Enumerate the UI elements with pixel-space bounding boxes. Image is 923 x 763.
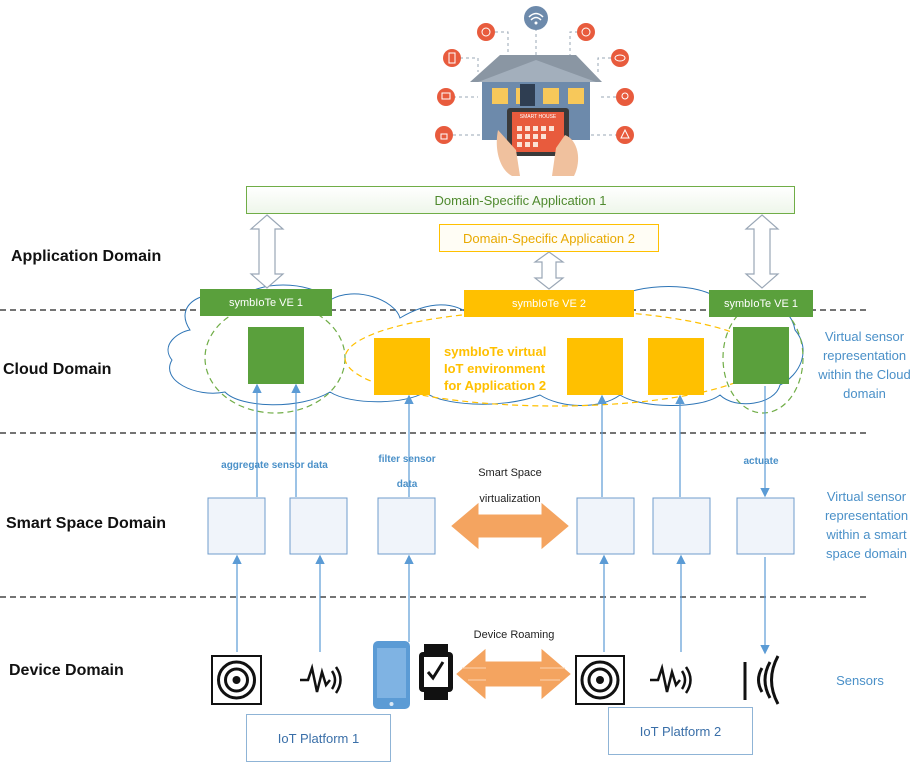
virtual-sensor-yellow <box>374 338 430 395</box>
virtualization-line: Smart Space <box>478 467 542 479</box>
ve1-left-label: symbIoTe VE 1 <box>229 296 303 309</box>
pulse-sensor-icon <box>300 663 342 694</box>
smart-space-box <box>289 497 348 555</box>
note-line: space domain <box>826 546 907 561</box>
note-line: Virtual sensor <box>824 329 905 344</box>
roaming-double-arrow <box>456 648 571 700</box>
note-line: within a smart <box>826 527 907 542</box>
virtualization-double-arrow <box>451 502 569 550</box>
filter-line: data <box>396 479 418 490</box>
cloud-icon <box>611 49 629 67</box>
sensors-note: Sensors <box>836 673 884 688</box>
space-to-cloud-arrows <box>252 383 770 498</box>
symbiote-ve1-right: symbIoTe VE 1 <box>709 290 813 317</box>
filter-line: filter sensor <box>378 454 436 465</box>
virtual-sensor-yellow <box>648 338 704 395</box>
cloud-env-line: symbIoTe virtual <box>444 344 547 359</box>
cloud-domain-label: Cloud Domain <box>3 361 112 378</box>
device-domain-label: Device Domain <box>9 662 124 679</box>
iot-platform-2: IoT Platform 2 <box>608 707 753 755</box>
actuate-label: actuate <box>743 456 779 467</box>
smartphone-icon <box>373 641 410 709</box>
note-line: representation <box>822 348 907 363</box>
smart-space-boxes <box>207 497 795 555</box>
symbiote-ve2: symbIoTe VE 2 <box>464 290 634 317</box>
device-to-space-arrows <box>232 554 770 655</box>
tv-icon <box>437 88 455 106</box>
symbiote-ve1-left: symbIoTe VE 1 <box>200 289 332 316</box>
speaker-sensor-icon <box>575 655 625 705</box>
fingerprint-icon <box>577 23 595 41</box>
ve2-label: symbIoTe VE 2 <box>512 297 586 310</box>
iot-platform-1: IoT Platform 1 <box>246 714 391 762</box>
door-icon <box>443 49 461 67</box>
smart-house-illustration <box>435 6 634 176</box>
app-ve-arrows <box>249 214 780 290</box>
domain-app-1-label: Domain-Specific Application 1 <box>434 192 607 208</box>
iot-platform-2-label: IoT Platform 2 <box>639 723 722 739</box>
virtualization-label: Smart Space virtualization <box>460 460 560 512</box>
cloud-env-text: symbIoTe virtual IoT environment for App… <box>444 343 569 394</box>
actuator-icon <box>743 655 780 705</box>
note-line: domain <box>843 386 886 401</box>
pulse-sensor-icon <box>650 663 692 694</box>
note-line: within the Cloud <box>818 367 911 382</box>
smart-space-box <box>736 497 795 555</box>
aggregate-label: aggregate sensor data <box>221 460 328 471</box>
cloud-env-line: for Application 2 <box>444 378 547 393</box>
domain-app-1-box: Domain-Specific Application 1 <box>246 186 795 214</box>
cloud-env-line: IoT environment <box>444 361 546 376</box>
hollow-double-arrow <box>744 214 780 289</box>
smart-space-representation-note: Virtual sensor representation within a s… <box>810 487 923 563</box>
smart-space-box <box>207 497 266 555</box>
ve1-right-label: symbIoTe VE 1 <box>724 297 798 310</box>
globe-icon <box>477 23 495 41</box>
domain-app-2-box: Domain-Specific Application 2 <box>439 224 659 252</box>
note-line: Virtual sensor <box>826 489 907 504</box>
virtualization-line: virtualization <box>479 493 541 505</box>
arrow-hatch <box>462 667 565 681</box>
hollow-double-arrow <box>249 214 285 289</box>
virtual-sensor-yellow <box>567 338 623 395</box>
iot-platform-1-label: IoT Platform 1 <box>277 730 360 746</box>
virtual-sensor-green <box>733 327 789 384</box>
note-line: representation <box>824 508 909 523</box>
cloud-representation-note: Virtual sensor representation within the… <box>806 327 923 403</box>
smart-space-box <box>652 497 711 555</box>
lock-icon <box>435 126 453 144</box>
smart-space-domain-label: Smart Space Domain <box>6 515 167 532</box>
hollow-double-arrow <box>533 251 565 290</box>
application-domain-label: Application Domain <box>11 248 162 265</box>
roaming-label: Device Roaming <box>473 629 555 641</box>
smart-space-box <box>576 497 635 555</box>
speaker-sensor-icon <box>211 655 262 705</box>
recycle-icon <box>616 126 634 144</box>
house-sign: SMART HOUSE <box>519 114 557 120</box>
bulb-icon <box>616 88 634 106</box>
virtual-sensor-green <box>248 327 304 384</box>
smart-space-box <box>377 497 436 555</box>
filter-label: filter sensor data <box>372 447 442 497</box>
smartwatch-icon <box>419 644 453 700</box>
domain-app-2-label: Domain-Specific Application 2 <box>463 230 635 246</box>
